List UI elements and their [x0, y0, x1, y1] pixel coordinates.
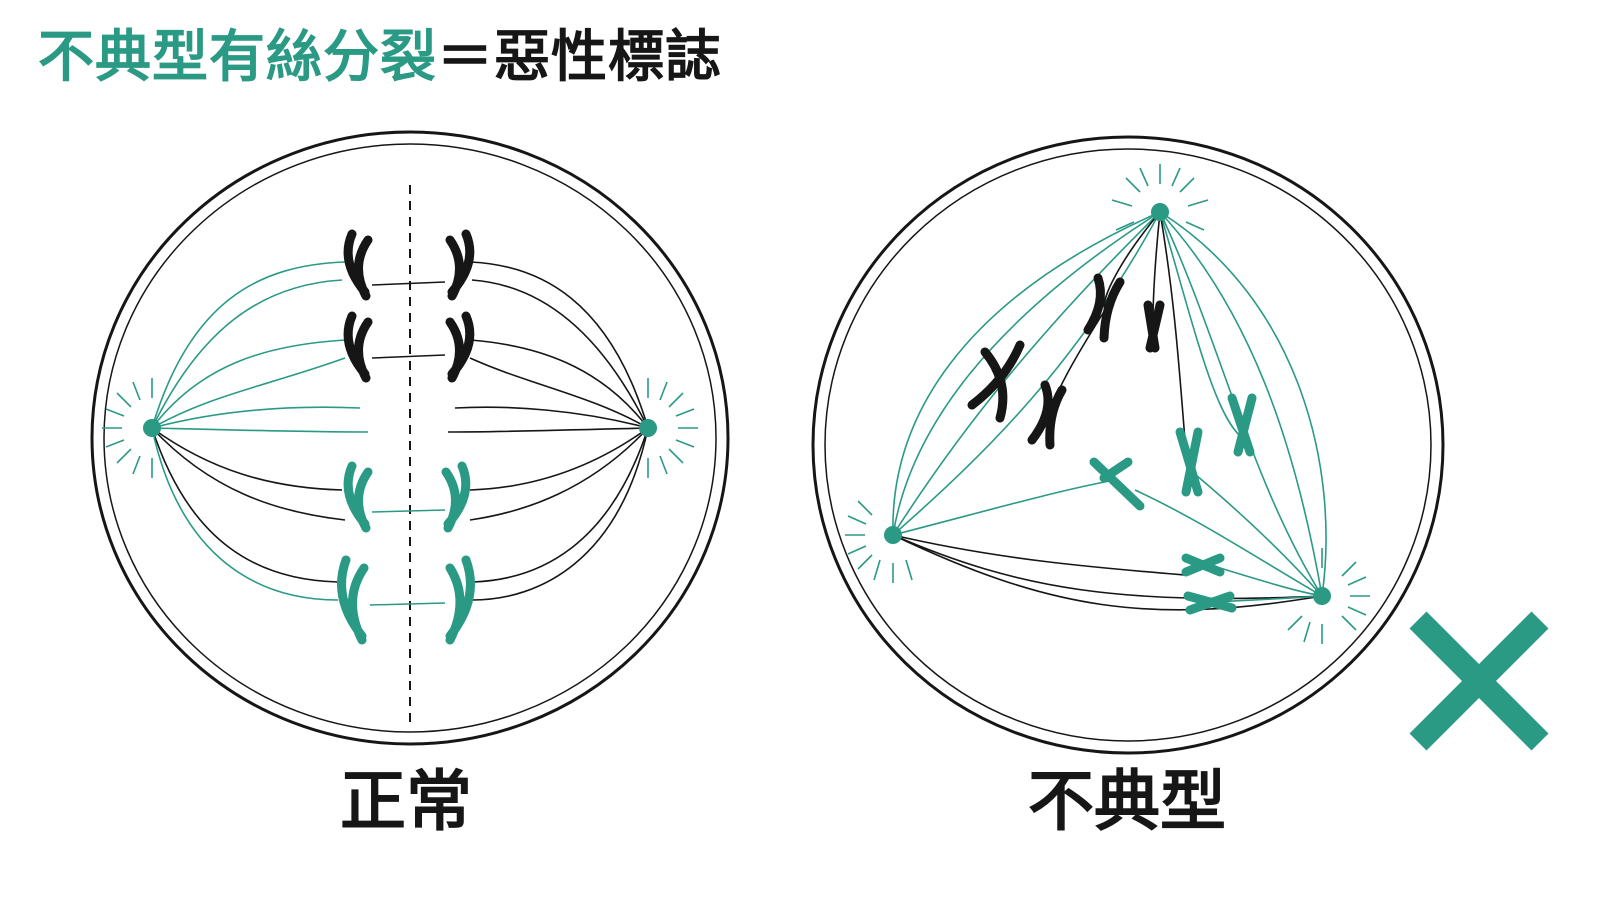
title-highlight: 不典型有絲分裂 — [38, 25, 437, 90]
normal-spindle-fibers — [151, 261, 649, 601]
atypical-chromosomes — [967, 273, 1257, 615]
atypical-cell-inner-membrane — [824, 148, 1432, 742]
chromosome-right-4 — [445, 555, 475, 645]
chromosome-left-1 — [343, 229, 373, 301]
label-atypical: 不典型 — [1028, 763, 1226, 840]
atypical-cell-outer-membrane — [811, 135, 1445, 755]
normal-cell-inner-membrane — [103, 143, 717, 733]
cross-mark-icon — [1409, 611, 1549, 751]
chromosome-right-3 — [441, 461, 471, 533]
title-rest: 惡性標誌 — [494, 25, 722, 90]
chromosome-green-1 — [1227, 393, 1257, 457]
centrosome-right — [639, 378, 698, 478]
chromosome-green-2 — [1175, 427, 1203, 497]
normal-cell-outer-membrane — [90, 130, 730, 746]
atypical-cell — [811, 135, 1445, 755]
normal-cell — [90, 130, 730, 746]
centrosome-lower-right — [1287, 548, 1370, 644]
chromosome-right-2 — [445, 311, 475, 383]
chromosome-black-1 — [1083, 273, 1125, 343]
chromosome-black-2 — [1143, 300, 1165, 353]
centrosome-top — [1111, 164, 1209, 231]
sister-connector-lines — [369, 281, 446, 606]
page-title: 不典型有絲分裂＝惡性標誌 — [38, 18, 722, 98]
normal-chromosomes — [337, 229, 475, 645]
atypical-spindle-fibers — [892, 211, 1327, 611]
centrosome-left — [102, 378, 161, 478]
chromosome-green-3 — [1089, 457, 1145, 511]
title-equals: ＝ — [437, 25, 494, 90]
chromosome-black-4 — [1027, 380, 1067, 450]
chromosome-black-3 — [967, 340, 1025, 423]
label-normal: 正常 — [340, 763, 472, 840]
chromosome-right-1 — [445, 229, 475, 301]
chromosome-green-5 — [1183, 591, 1237, 615]
chromosome-left-4 — [337, 555, 369, 645]
chromosome-left-2 — [343, 311, 373, 383]
centrosome-lower-left — [845, 500, 913, 583]
chromosome-left-3 — [343, 461, 373, 533]
chromosome-green-4 — [1181, 553, 1225, 577]
